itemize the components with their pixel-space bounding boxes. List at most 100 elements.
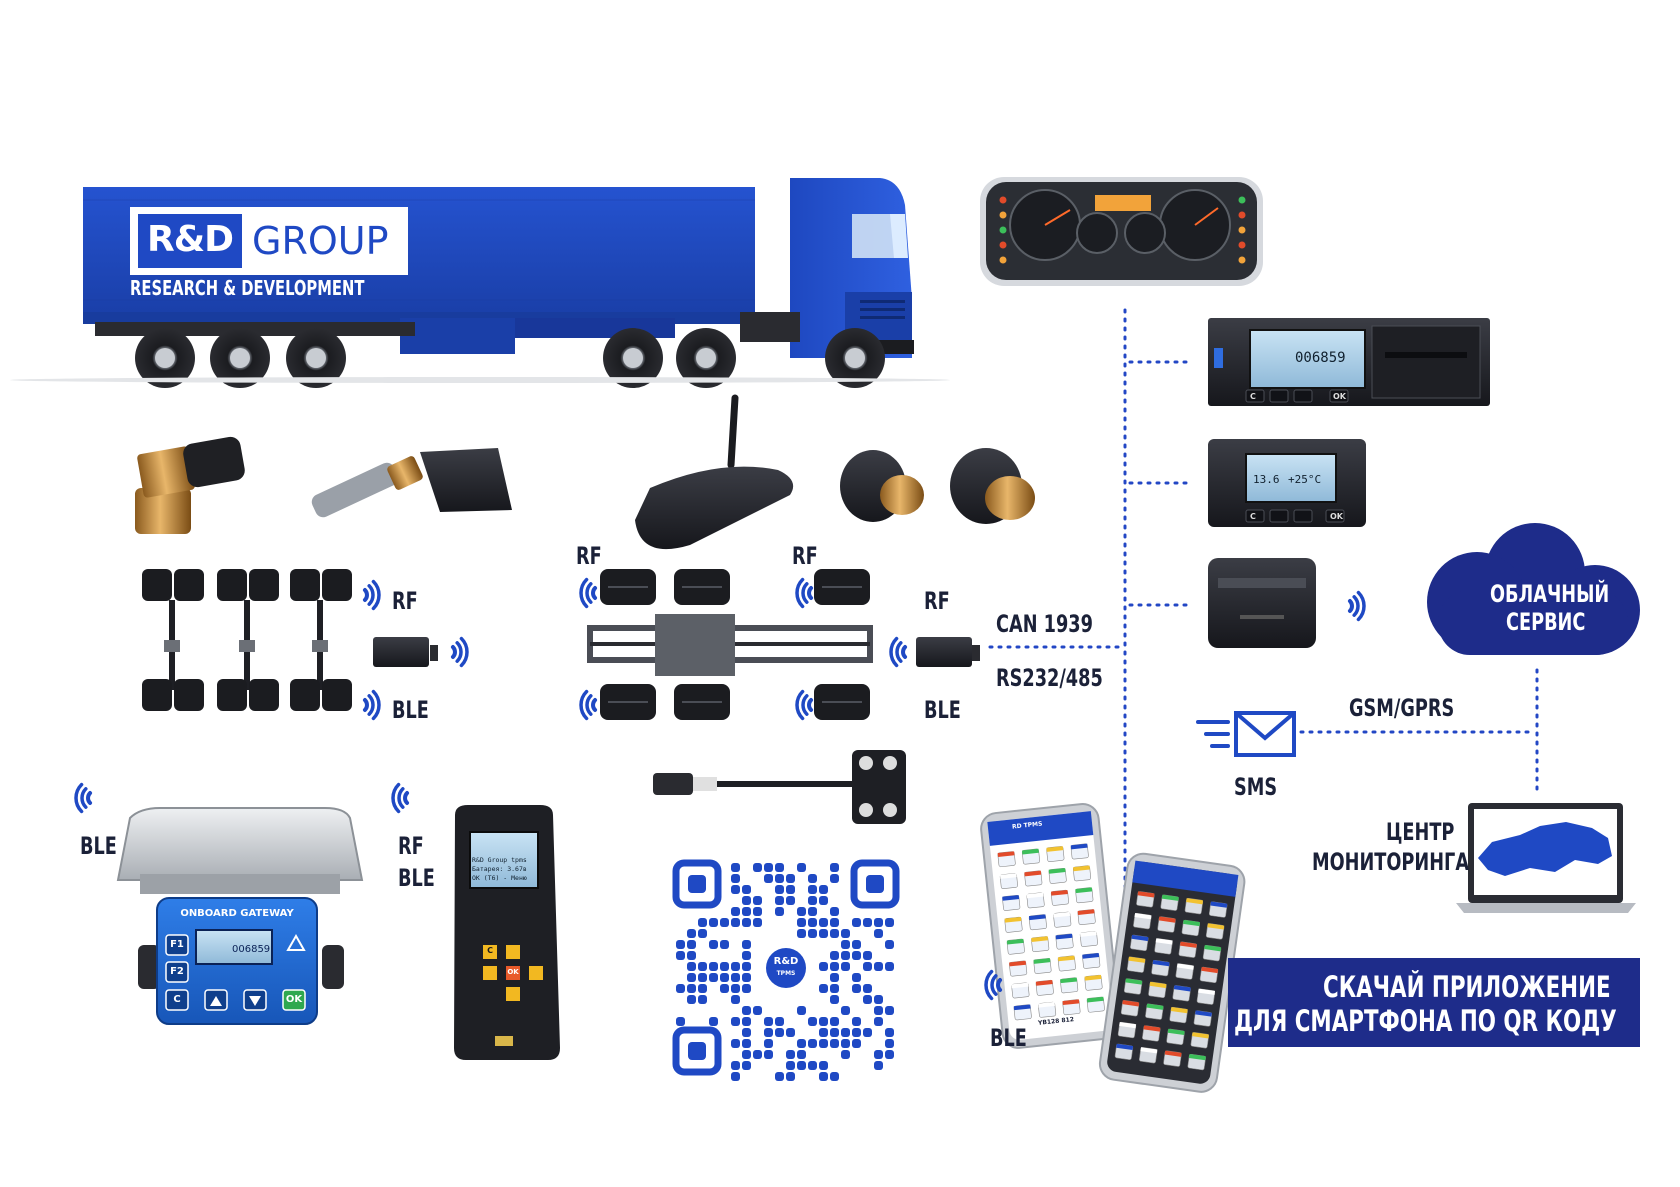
qr-module [841, 929, 850, 938]
truck-wheel-hub [230, 348, 250, 368]
qr-module [687, 962, 696, 971]
phone-tire-cell-status [1057, 955, 1075, 962]
phone-tire-cell-status [1152, 960, 1170, 967]
qr-module [731, 1017, 740, 1026]
wave-arc [403, 791, 410, 805]
cap-sensors [840, 448, 1035, 524]
qr-module [841, 962, 850, 971]
onboard-gateway-device [116, 807, 364, 1025]
qr-module [698, 962, 707, 971]
qr-badge-bottom: TPMS [776, 970, 796, 977]
phone-tire-cell-status [1137, 891, 1155, 898]
logo-mark: R&D [147, 219, 234, 260]
qr-module [731, 973, 740, 982]
wireless-wave-icon [795, 577, 814, 609]
qr-module [709, 940, 718, 949]
phone-tire-cell-status [1180, 941, 1197, 948]
smartphones [980, 802, 1246, 1093]
wireless-wave-icon [984, 969, 1003, 1001]
wave-arc [795, 689, 805, 721]
qr-module [819, 962, 828, 971]
wave-arc [367, 584, 375, 606]
label-ble-gateway: BLE [80, 832, 117, 860]
qr-module [874, 1061, 883, 1070]
phone-tire-cell-status [1077, 909, 1095, 915]
valve-tpms-sensor [311, 448, 512, 518]
cloud-label-line1: ОБЛАЧНЫЙ [1490, 580, 1610, 608]
phone-tire-cell-status [999, 873, 1017, 879]
phone-tire-cell-status [1031, 936, 1049, 942]
phone-tire-cell-status [1073, 865, 1090, 872]
phone-tire-cell-status [1192, 1032, 1209, 1039]
dashboard-indicator [999, 226, 1007, 234]
wave-arc [591, 586, 598, 600]
wave-arc [1356, 590, 1366, 622]
trailer-tire [290, 679, 320, 711]
phone-tire-cell-status [1140, 1047, 1158, 1054]
qr-module [742, 885, 751, 894]
qr-module [753, 1006, 762, 1015]
qr-module [742, 896, 751, 905]
phone-tire-cell-status [1048, 868, 1066, 874]
qr-module [797, 863, 806, 872]
device-button [1329, 389, 1349, 403]
gateway-screen-value: 006859 [232, 944, 271, 955]
gateway-button-f2: F2 [170, 966, 184, 977]
dashboard-indicator [1238, 256, 1246, 264]
qr-module [841, 1039, 850, 1048]
qr-module [852, 918, 861, 927]
phone-tire-cell-status [1170, 1007, 1188, 1014]
wave-arc [807, 586, 814, 600]
qr-module [742, 1028, 751, 1037]
phone-tire-cell-status [1086, 996, 1104, 1003]
wave-arc [367, 694, 375, 716]
qr-module [819, 1028, 828, 1037]
qr-module [709, 973, 718, 982]
display2-screen-left: 13.6 [1253, 473, 1280, 486]
qr-module [874, 962, 883, 971]
phone-tire-cell-status [1210, 901, 1228, 908]
dashboard-indicator [1238, 226, 1246, 234]
wave-arc [371, 579, 381, 611]
phone-tire-cell-status [1051, 889, 1068, 896]
qr-module [764, 874, 773, 883]
qr-module [808, 1039, 817, 1048]
qr-module [830, 1017, 839, 1026]
wave-arc [807, 698, 814, 712]
qr-module [808, 1061, 817, 1070]
handheld-tool [454, 805, 560, 1060]
phone-tire-cell-status [1075, 887, 1093, 894]
wave-arc [579, 689, 589, 721]
phone-tire-cell-status [1158, 916, 1176, 923]
qr-module [874, 995, 883, 1004]
qr-module [731, 962, 740, 971]
qr-module [830, 1028, 839, 1037]
label-gsm: GSM/GPRS [1349, 694, 1455, 722]
dashboard-indicator [1238, 211, 1246, 219]
qr-module [863, 962, 872, 971]
phone-tire-cell-status [1082, 953, 1100, 959]
phone-tire-cell-status [1038, 1001, 1055, 1008]
phone-tire-cell-status [1143, 1025, 1161, 1032]
qr-module [819, 885, 828, 894]
wave-arc [795, 577, 805, 609]
phone-tire-cell-status [1204, 945, 1222, 952]
qr-module [742, 1061, 751, 1070]
trailer-tire [249, 569, 279, 601]
phone-tire-cell-status [1079, 931, 1097, 937]
qr-module [742, 1039, 751, 1048]
wave-arc [391, 782, 401, 814]
qr-module [885, 918, 894, 927]
laptop-monitoring [1456, 803, 1636, 913]
truck-wheels [135, 328, 885, 388]
phone-tire-cell-status [1167, 1028, 1185, 1036]
qr-module [852, 940, 861, 949]
qr-module [676, 940, 685, 949]
qr-module [874, 1017, 883, 1026]
gateway-button-f1: F1 [170, 939, 184, 950]
dashboard-indicator [1238, 241, 1246, 249]
ble-module-truck [916, 637, 980, 667]
wave-arc [86, 791, 93, 805]
qr-module [874, 1006, 883, 1015]
qr-module [885, 1006, 894, 1015]
